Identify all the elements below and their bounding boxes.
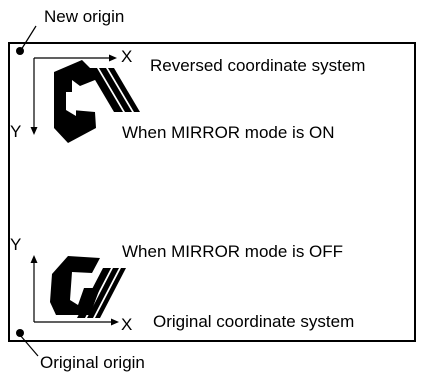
original-origin-label: Original origin [40, 353, 145, 372]
original-system-label: Original coordinate system [153, 312, 355, 331]
original-axes [30, 255, 119, 326]
new-origin-leader [20, 25, 37, 51]
original-x-axis-label: X [121, 315, 133, 334]
reversed-y-axis-label: Y [10, 122, 22, 141]
normal-g-logo [50, 256, 126, 318]
mirrored-g-logo [54, 60, 140, 143]
mirror-off-label: When MIRROR mode is OFF [122, 242, 344, 261]
original-origin-leader [19, 334, 39, 357]
reversed-system-label: Reversed coordinate system [150, 56, 366, 75]
diagram-frame [8, 42, 416, 342]
reversed-axes [30, 54, 117, 135]
new-origin-dot [16, 47, 24, 55]
reversed-x-axis-label: X [121, 47, 133, 66]
original-origin-dot [16, 329, 24, 337]
original-y-axis-label: Y [10, 235, 22, 254]
mirror-on-label: When MIRROR mode is ON [122, 123, 335, 142]
new-origin-label: New origin [44, 7, 125, 26]
